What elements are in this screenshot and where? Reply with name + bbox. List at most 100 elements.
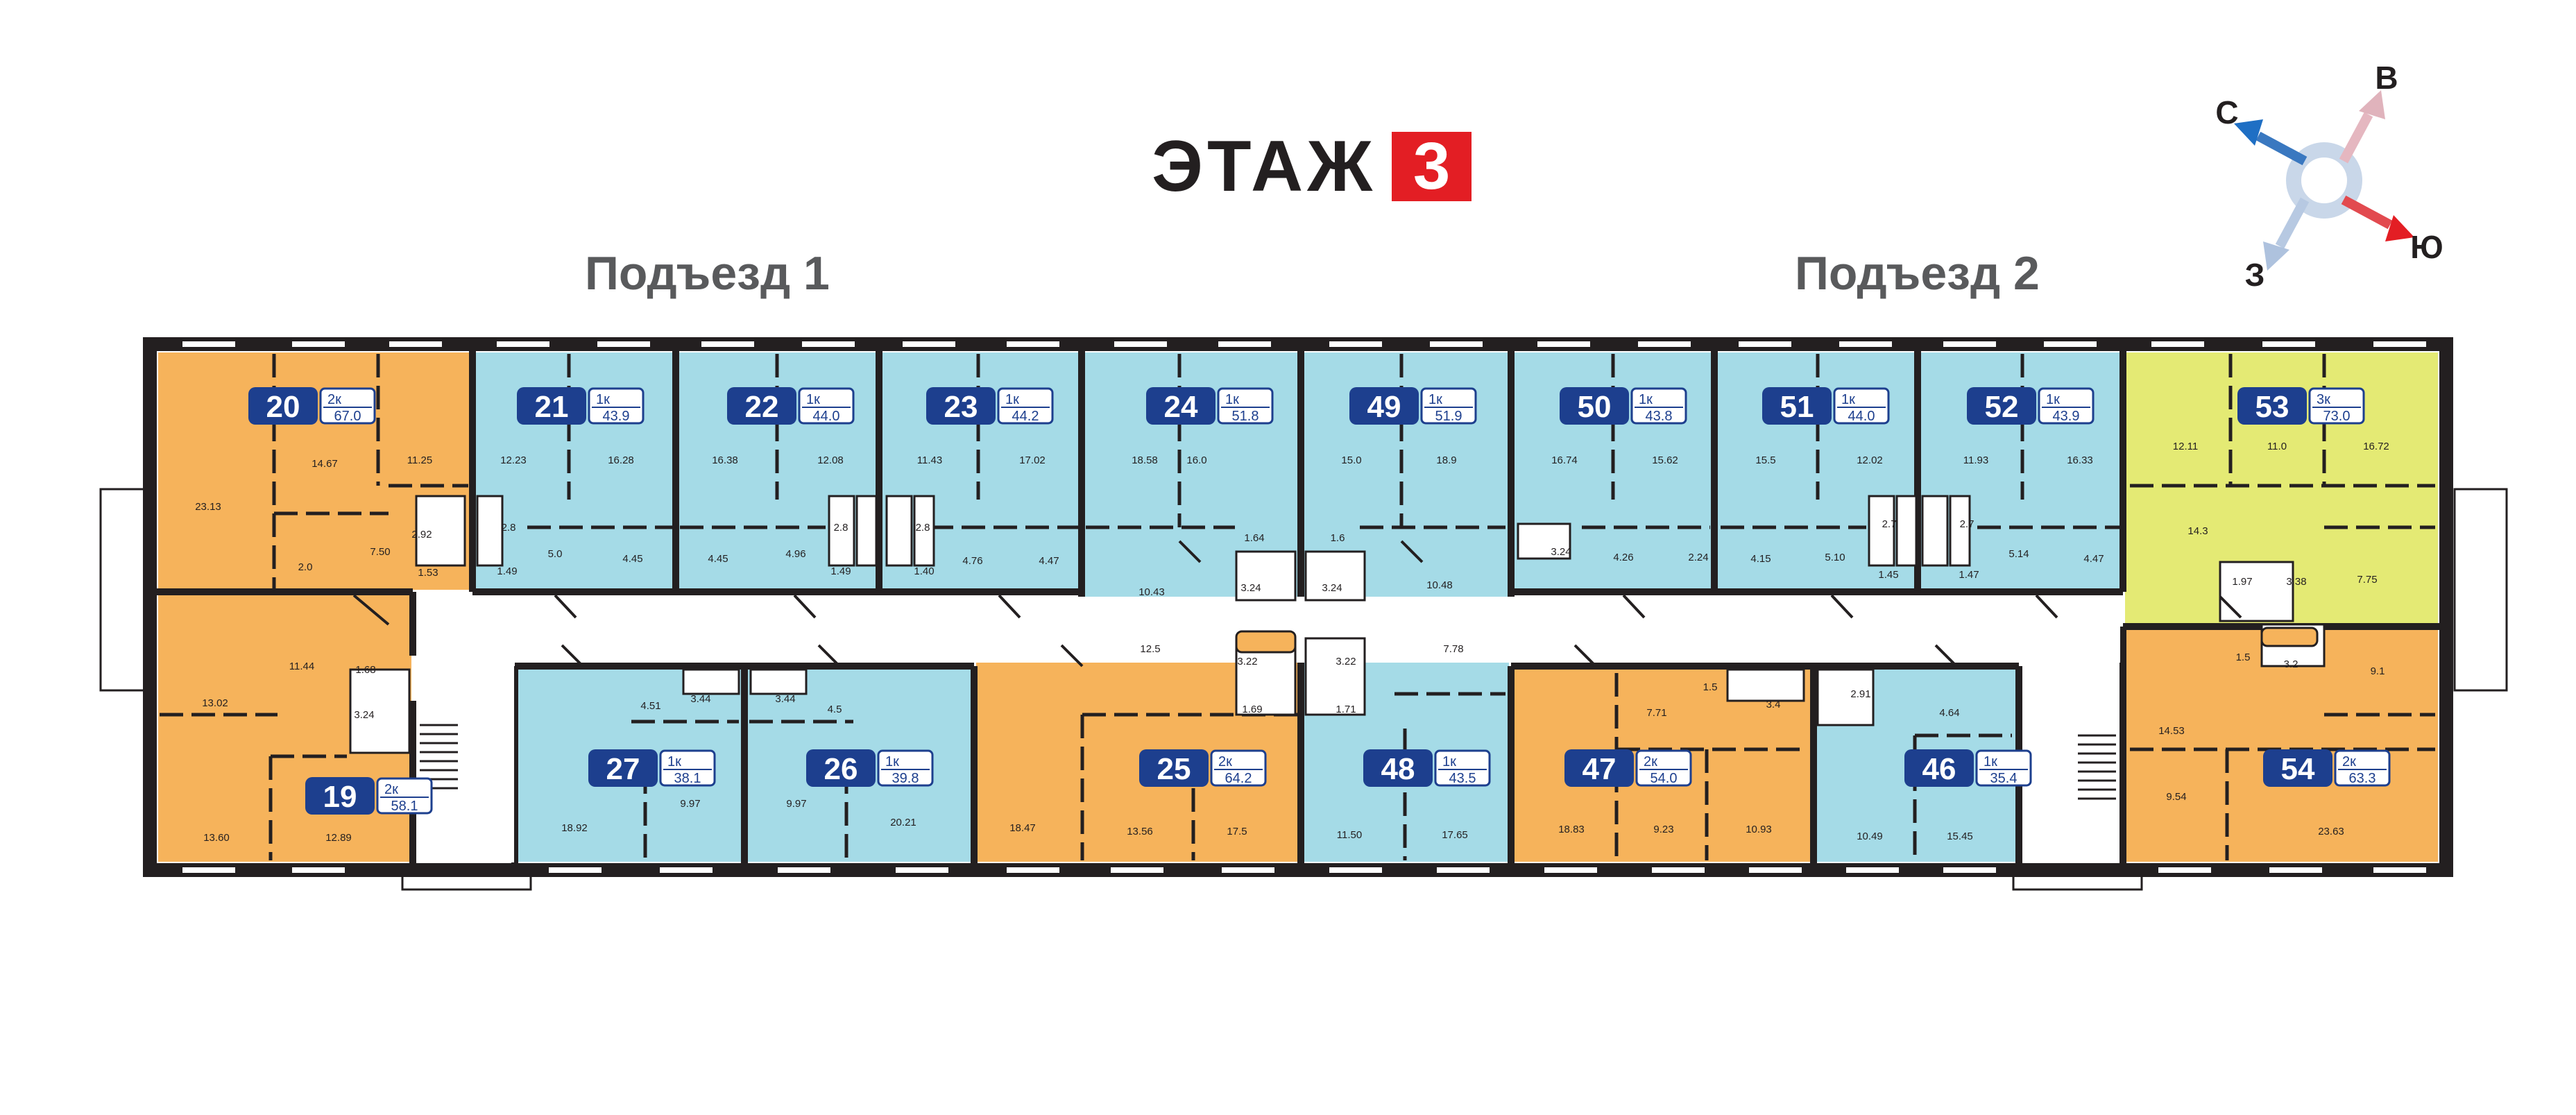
apartment-number-box: [727, 387, 796, 425]
apartment-info-box: [2334, 749, 2391, 787]
room-area: 14.3: [2187, 525, 2208, 537]
apartment-number: 52: [1985, 390, 2019, 424]
room-area: 23.63: [2318, 826, 2344, 837]
room-area: 4.15: [1750, 553, 1771, 565]
apartment-number: 47: [1583, 752, 1617, 786]
apartment-info-box: [376, 777, 433, 815]
room-area: 17.65: [1442, 829, 1468, 841]
room-area: 7.71: [1646, 707, 1666, 719]
room-area: 15.45: [1947, 831, 1973, 842]
apartment-area: 39.8: [892, 771, 919, 786]
room-area: 3.2: [2284, 658, 2298, 670]
floor-number-badge: 3: [1392, 129, 1472, 203]
room-area: 3.44: [775, 693, 795, 705]
east-arrow-shaft: [2339, 112, 2373, 164]
room-area: 1.71: [1336, 704, 1356, 715]
apartment-rooms: 1к: [1005, 392, 1019, 407]
room-area: 14.67: [312, 458, 338, 470]
room-partitions: [160, 354, 2435, 860]
room-area: 10.43: [1138, 586, 1165, 598]
apartment-number-box: [1967, 387, 2036, 425]
stairs-2: [2078, 734, 2116, 800]
room-area: 3.24: [354, 709, 374, 721]
room-area: 1.69: [1242, 704, 1262, 715]
room-area: 4.47: [1039, 555, 1059, 567]
room-area: 1.53: [418, 567, 438, 579]
room-area: 16.38: [712, 454, 738, 466]
apartment-number-box: [1560, 387, 1629, 425]
room-area: 4.51: [640, 700, 660, 712]
apartment-rooms: 2к: [1218, 754, 1232, 769]
apartment-number-box: [926, 387, 996, 425]
apartment-number-box: [305, 777, 375, 815]
apartment-info-box: [1833, 387, 1890, 425]
apartment-info-box: [1434, 749, 1491, 787]
apartment-number: 20: [266, 390, 300, 424]
west-arrow-shaft: [2275, 197, 2310, 249]
apartment-number-box: [248, 387, 318, 425]
apartment-area: 73.0: [2323, 409, 2351, 424]
apartment-rooms: 1к: [806, 392, 820, 407]
room-area: 12.89: [325, 832, 352, 844]
apartment-number-box: [2263, 749, 2332, 787]
room-area: 16.0: [1186, 454, 1206, 466]
apartment-number: 51: [1780, 390, 1814, 424]
apartment-info-box: [798, 387, 855, 425]
room-area: 1.5: [1703, 681, 1718, 693]
room-area: 15.5: [1755, 454, 1775, 466]
floor-label: ЭТАЖ: [1152, 126, 1377, 207]
apartment-area: 43.9: [603, 409, 630, 424]
room-area: 9.1: [2371, 665, 2385, 677]
apartment-number: 19: [323, 780, 357, 814]
room-area: 12.08: [817, 454, 844, 466]
apartment-rooms: 1к: [667, 754, 681, 769]
apartment-info-box: [659, 749, 716, 787]
room-area: 11.43: [917, 454, 942, 466]
room-area: 11.44: [289, 661, 314, 672]
apartment-area: 43.9: [2053, 409, 2080, 424]
room-area: 7.78: [1443, 643, 1463, 655]
room-area: 9.97: [680, 798, 700, 810]
apartment-area: 64.2: [1225, 771, 1252, 786]
apartment-rooms: 1к: [885, 754, 899, 769]
room-area: 12.11: [2173, 441, 2198, 452]
room-area: 20.21: [890, 817, 916, 828]
apartment-rooms: 1к: [1841, 392, 1855, 407]
room-area: 18.9: [1436, 454, 1456, 466]
stairwell-1: [417, 597, 514, 862]
room-area: 4.45: [622, 553, 642, 565]
room-area: 12.5: [1140, 643, 1160, 655]
apartment-rooms: 2к: [1644, 754, 1657, 769]
room-area: 9.23: [1653, 824, 1673, 835]
room-area: 1.49: [497, 565, 517, 577]
room-area: 3.22: [1237, 656, 1257, 667]
room-area: 3.38: [2286, 576, 2306, 588]
entrance-1-label: Подъезд 1: [585, 247, 830, 300]
room-area: 12.02: [1857, 454, 1883, 466]
room-area: 14.53: [2158, 725, 2185, 737]
room-area: 13.02: [202, 697, 228, 709]
room-area: 2.8: [916, 522, 930, 534]
apartment-rooms: 2к: [384, 782, 398, 797]
room-area: 11.25: [407, 454, 432, 466]
room-area: 3.24: [1240, 582, 1261, 594]
entrance-2-label: Подъезд 2: [1795, 247, 2040, 300]
apartment-info-box: [1975, 749, 2032, 787]
room-area: 3.44: [690, 693, 710, 705]
apartment-number-box: [1139, 749, 1209, 787]
apartment-info-box: [877, 749, 934, 787]
room-area: 18.92: [561, 822, 588, 834]
room-area: 2.8: [834, 522, 848, 534]
room-area: 1.68: [355, 664, 375, 676]
